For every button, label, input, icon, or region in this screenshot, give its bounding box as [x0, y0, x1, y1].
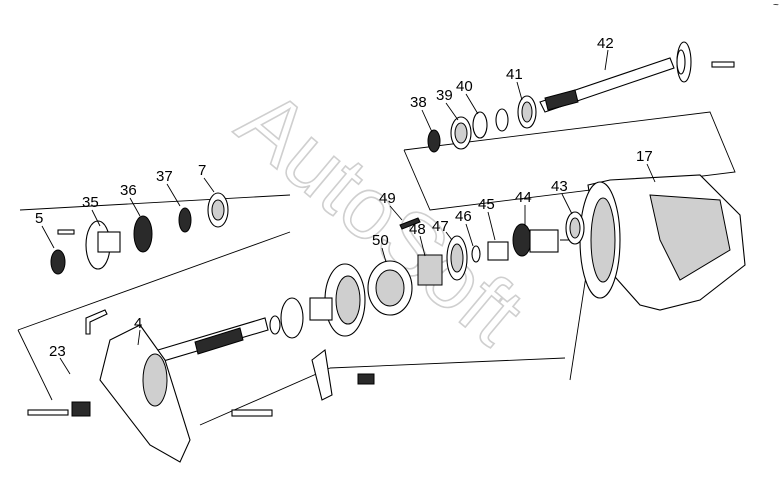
part-48-differential	[417, 254, 443, 286]
callout-17: 17	[636, 148, 653, 165]
input-shaft	[157, 317, 269, 363]
selector-rod	[231, 409, 273, 417]
callout-38: 38	[410, 94, 427, 111]
part-4-front-case	[99, 324, 191, 463]
sensor-part	[27, 401, 91, 417]
shift-fork	[311, 348, 333, 401]
part-36-gear	[133, 215, 153, 253]
small-bolt	[57, 229, 75, 235]
large-ring-gear	[324, 263, 366, 337]
callout-45: 45	[478, 196, 495, 213]
part-41-bearing	[517, 95, 537, 129]
assembly-outline-middle	[19, 194, 291, 211]
selector-centerline	[199, 367, 331, 426]
part-5-nut	[50, 249, 66, 275]
part-45-sleeve	[487, 241, 509, 261]
callout-47: 47	[432, 218, 449, 235]
svg-text:AutoSoft: AutoSoft	[220, 70, 542, 363]
callout-50: 50	[372, 232, 389, 249]
bracket-part	[85, 309, 108, 335]
part-37-ring	[178, 207, 192, 233]
bearing-cup	[280, 297, 304, 339]
callout-46: 46	[455, 208, 472, 225]
part-39-ring	[450, 116, 472, 150]
corner-mark: ~	[773, 0, 779, 11]
part-42-axle-shaft	[539, 41, 735, 113]
callout-42: 42	[597, 35, 614, 52]
spacer	[309, 297, 333, 321]
part-43-bearing	[565, 211, 585, 245]
callout-44: 44	[515, 189, 532, 206]
part-40-ring	[472, 108, 509, 139]
callout-23: 23	[49, 343, 66, 360]
assembly-outline-upper	[403, 111, 736, 211]
callout-labels: 42 41 40 39 38 17 43 44 45 46 47 48 49 5…	[35, 35, 653, 360]
small-washer	[269, 315, 281, 335]
part-49-pin	[399, 217, 421, 230]
leader-lines	[41, 49, 656, 375]
part-7-bearing	[207, 192, 229, 228]
callout-7: 7	[198, 162, 206, 179]
callout-41: 41	[506, 66, 523, 83]
callout-5: 5	[35, 210, 43, 227]
callout-48: 48	[409, 221, 426, 238]
part-35-flange	[85, 220, 121, 270]
callout-35: 35	[82, 194, 99, 211]
shaft-centerline	[329, 357, 566, 369]
part-17-housing	[579, 174, 746, 311]
callout-40: 40	[456, 78, 473, 95]
callout-39: 39	[436, 87, 453, 104]
part-46-ring	[471, 245, 481, 263]
part-38-washer	[427, 129, 441, 153]
callout-43: 43	[551, 178, 568, 195]
callout-37: 37	[156, 168, 173, 185]
callout-49: 49	[379, 190, 396, 207]
callout-36: 36	[120, 182, 137, 199]
callout-4: 4	[134, 315, 142, 332]
part-50-case	[367, 260, 413, 316]
spring-part	[357, 373, 375, 385]
part-44-gear	[512, 223, 559, 257]
watermark: AutoSoft	[219, 69, 543, 363]
part-47-bearing	[446, 235, 468, 281]
